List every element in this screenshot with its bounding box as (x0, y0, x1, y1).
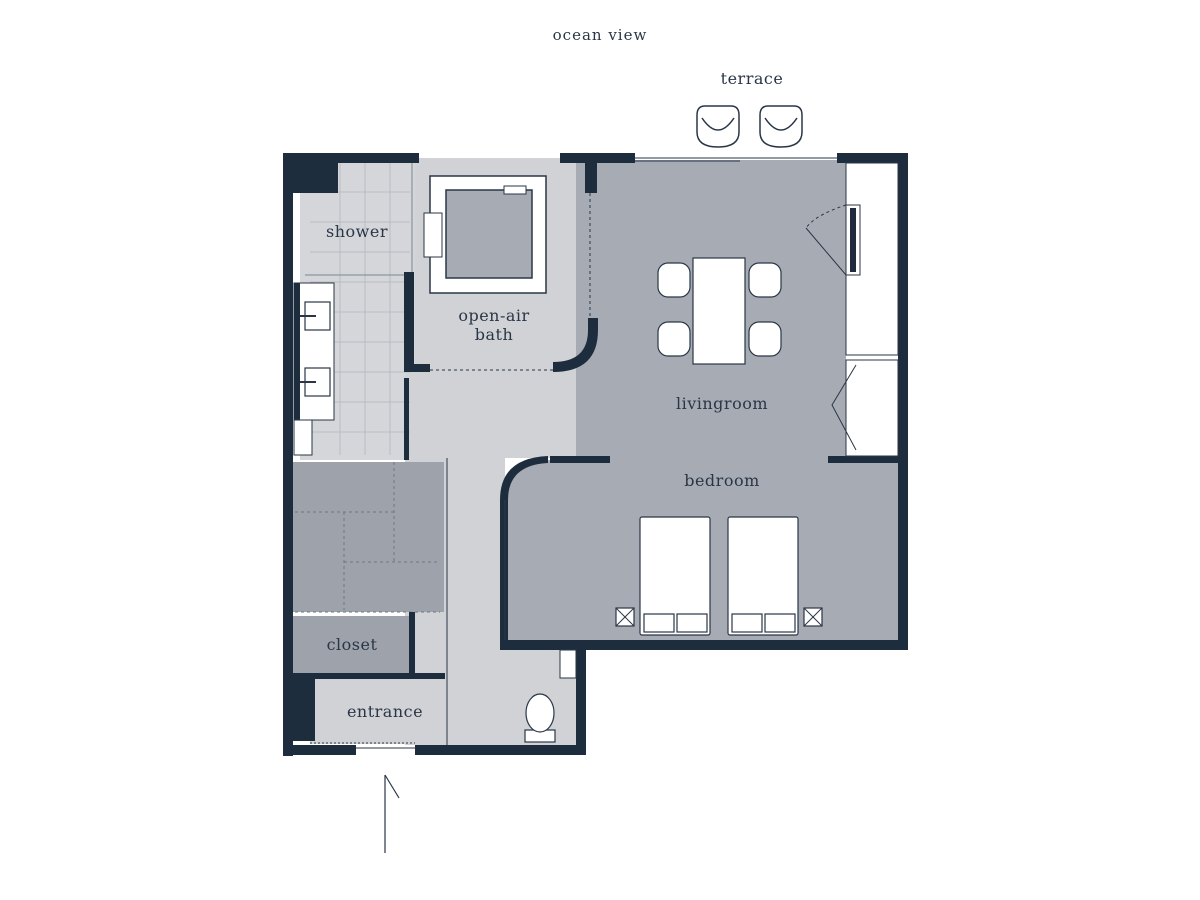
closet-fill (292, 616, 412, 673)
open-air-bath-tub (423, 175, 547, 294)
terrace-chairs (696, 105, 803, 148)
entrance-arrow-icon (384, 774, 400, 853)
pillow-2a (731, 613, 763, 633)
chair-1 (657, 262, 691, 298)
wall-entrance-left (293, 679, 315, 741)
wall-hall-right (500, 500, 508, 650)
pillow-1a (643, 613, 675, 633)
wardrobe (805, 162, 899, 457)
chair-2 (657, 321, 691, 357)
wall-bath-curve (553, 318, 598, 372)
shower-tiles (310, 162, 410, 455)
walls (283, 153, 908, 756)
wall-top-mid (560, 153, 635, 163)
pillow-2b (764, 613, 796, 633)
tatami-lines (295, 462, 440, 613)
wall-left (283, 153, 293, 756)
wall-bath-column (585, 153, 597, 193)
chair-4 (748, 321, 782, 357)
corridor-fill (405, 368, 580, 458)
wall-sink-right (404, 378, 409, 460)
terrace-chair-1 (696, 105, 740, 148)
chair-3 (748, 262, 782, 298)
pillow-1b (676, 613, 708, 633)
terrace-chair-2 (759, 105, 803, 148)
label-shower: shower (326, 222, 388, 241)
door-lines (310, 157, 837, 749)
wall-closet-right (409, 612, 415, 674)
wall-top-right (837, 153, 908, 163)
label-open-air: open-air (458, 306, 529, 325)
vanity (293, 282, 335, 456)
wall-bath-bottom (404, 364, 430, 372)
wall-bedroom-curve (500, 456, 548, 500)
dining-chairs (657, 262, 782, 357)
wall-bottom-left (283, 745, 356, 755)
wall-bottom-bedroom (500, 640, 908, 650)
wall-bottom-right (415, 745, 586, 755)
label-terrace: terrace (721, 69, 784, 88)
bed-1 (639, 516, 711, 636)
toilet (524, 649, 577, 743)
wall-living-divider-right (828, 456, 900, 463)
label-closet: closet (327, 635, 378, 654)
tatami-fill (292, 462, 444, 612)
label-entrance: entrance (347, 702, 423, 721)
label-ocean-view: ocean view (553, 26, 648, 44)
wall-toilet-right (576, 640, 586, 755)
wall-top-left (283, 153, 419, 163)
wall-right (898, 153, 908, 650)
label-bath: bath (475, 325, 514, 344)
entrance-fill (310, 678, 445, 744)
label-livingroom: livingroom (676, 394, 768, 413)
sink-basin-1 (304, 301, 331, 331)
room-fills (292, 158, 900, 745)
nightstand-lamps (615, 607, 823, 627)
bed-2 (727, 516, 799, 636)
label-bedroom: bedroom (684, 471, 760, 490)
wall-closet-bottom (292, 673, 445, 679)
wall-bath-left (404, 272, 414, 370)
dining-table (692, 257, 746, 365)
wall-living-divider-left (550, 456, 610, 463)
